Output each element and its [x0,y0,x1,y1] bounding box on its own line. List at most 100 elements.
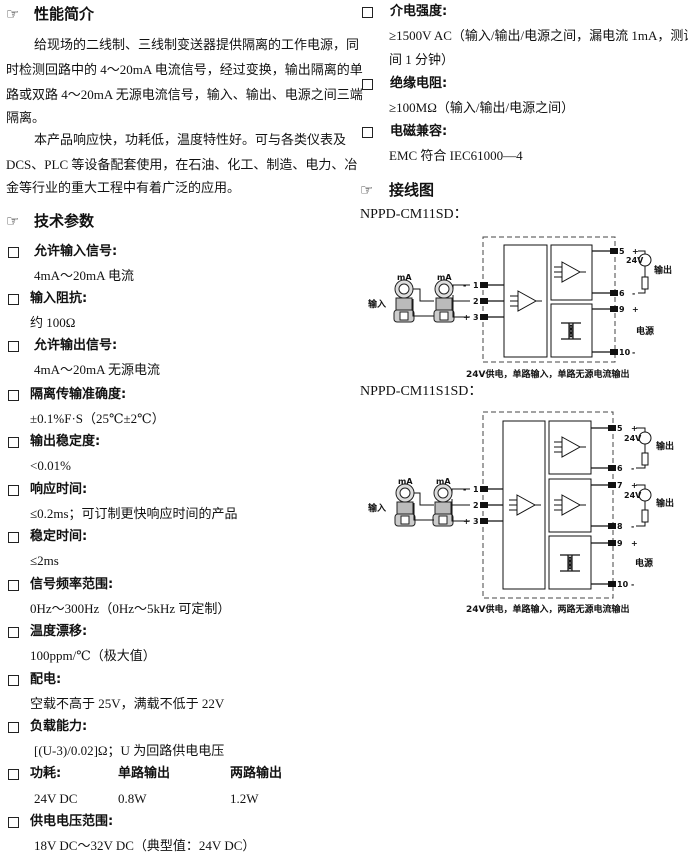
diagram-label: 9 [617,539,623,548]
diagram-shape [480,502,488,508]
diagram-label: 输入 [368,502,386,514]
diagram-label: 24V [626,256,644,265]
intro-text: DCS、PLC 等设备配套使用，在石油、化工、制造、电力、冶 [6,157,358,172]
power-block [548,535,592,590]
diagram-label: 输入 [368,298,386,310]
transmitter-icon [432,483,454,527]
checkbox-icon [8,722,19,733]
diagram-label: 10 [617,580,629,589]
diagram-shape [608,540,616,546]
checkbox-icon [8,247,19,258]
diagram-label: - [632,289,635,298]
model-name-2: NPPD-CM11S1SD： [360,384,483,399]
diagram-label: 10 [619,348,631,357]
intro-text: 时检测回路中的 4～20mA 电流信号，经过变换，输出隔离的单 [6,62,363,77]
power-col-single: 单路输出 [118,766,171,781]
transmitter-icon [433,279,455,323]
spec-label: 电磁兼容: [390,124,448,139]
spec-value: ±0.1%F·S（25℃±2℃） [30,411,165,426]
spec-value: 4mA～20mA 电流 [34,268,135,283]
section-title-intro: 性能简介 [34,5,95,23]
spec-value: <0.01% [30,458,71,473]
diagram-shape [610,248,618,254]
power-source-icon [638,488,652,502]
diagram-shape [480,486,488,492]
intro-text: 隔离。 [6,110,46,125]
diagram-label: 输出 [654,264,672,276]
checkbox-icon [8,769,19,780]
diagram-label: 6 [619,289,625,298]
diagram-shape [608,523,616,529]
checkbox-icon [8,817,19,828]
checkbox-icon [8,532,19,543]
diagram-label: 5 [617,424,623,433]
diagram-shape [610,349,618,355]
diagram-label: 1 [473,281,479,290]
diagram-label: 6 [617,464,623,473]
spec-value: EMC 符合 IEC61000—4 [389,148,523,163]
checkbox-icon [362,127,373,138]
spec-value: 空载不高于 25V，满载不低于 22V [30,696,225,711]
module-boundary [482,236,616,363]
spec-label: 稳定时间: [30,529,88,544]
checkbox-icon [8,675,19,686]
diagram-shape [483,250,614,353]
diagram-label: - [631,522,634,531]
spec-value: 18V DC～32V DC（典型值：24V DC） [34,838,256,853]
checkbox-icon [8,627,19,638]
intro-text: 本产品响应快，功耗低，温度特性好。可与各类仪表及 [34,132,347,147]
spec-value: ≤0.2ms；可订制更快响应时间的产品 [30,506,238,521]
diagram-shape [480,282,488,288]
spec-value: ≥100MΩ（输入/输出/电源之间） [389,100,575,115]
diagram-label: 5 [619,247,625,256]
diagram-label: mA [437,273,452,282]
spec-label: 配电: [30,672,62,687]
power-single-value: 0.8W [118,791,147,806]
diagram-label: + [631,481,638,490]
diagram-label: + [632,305,639,314]
diagram-label: 电源 [635,557,653,569]
spec-value: 100ppm/℃（极大值） [30,648,156,663]
spec-label: 输入阻抗: [30,291,88,306]
diagram-shape [638,250,646,294]
spec-value: 约 100Ω [30,315,76,330]
checkbox-icon [362,79,373,90]
checkbox-icon [8,294,19,305]
transmitter-icon [394,483,416,527]
diagram-label: - [631,580,634,589]
pointing-hand-icon: ☞ [360,181,374,199]
spec-label: 介电强度: [390,4,448,19]
diagram-label: 3 [473,313,479,322]
diagram-shape [608,465,616,471]
diagram-shape [636,427,646,527]
diagram-shape [608,581,616,587]
spec-label: 输出稳定度: [30,434,101,449]
checkbox-icon [8,485,19,496]
spec-value: ≤2ms [30,553,59,568]
diagram-shape [480,314,488,320]
spec-label: 负载能力: [30,719,88,734]
spec-value: ≥1500V AC（输入/输出/电源之间，漏电流 1mA，测试时 [389,28,688,43]
resistor-icon [641,509,649,523]
checkbox-icon [8,390,19,401]
diagram-shape [608,482,616,488]
checkbox-icon [8,341,19,352]
diagram-label: mA [397,273,412,282]
spec-label: 绝缘电阻: [390,76,448,91]
diagram-label: 3 [473,517,479,526]
diagram-label: 24V [624,434,642,443]
spec-label: 响应时间: [30,482,88,497]
diagram-label: mA [436,477,451,486]
spec-label: 允许输出信号: [34,338,118,353]
intro-text: 路或双路 4～20mA 无源电流信号，输入、输出、电源之间三端 [6,87,363,102]
spec-label: 隔离传输准确度: [30,387,127,402]
section-title-wiring: 接线图 [389,181,435,199]
diagram-label: 9 [619,305,625,314]
diagram-label: + [631,539,638,548]
diagram-shape [610,306,618,312]
diagram-shape [412,284,470,318]
checkbox-icon [8,580,19,591]
diagram-caption: 24V供电，单路输入，两路无源电流输出 [466,603,630,615]
